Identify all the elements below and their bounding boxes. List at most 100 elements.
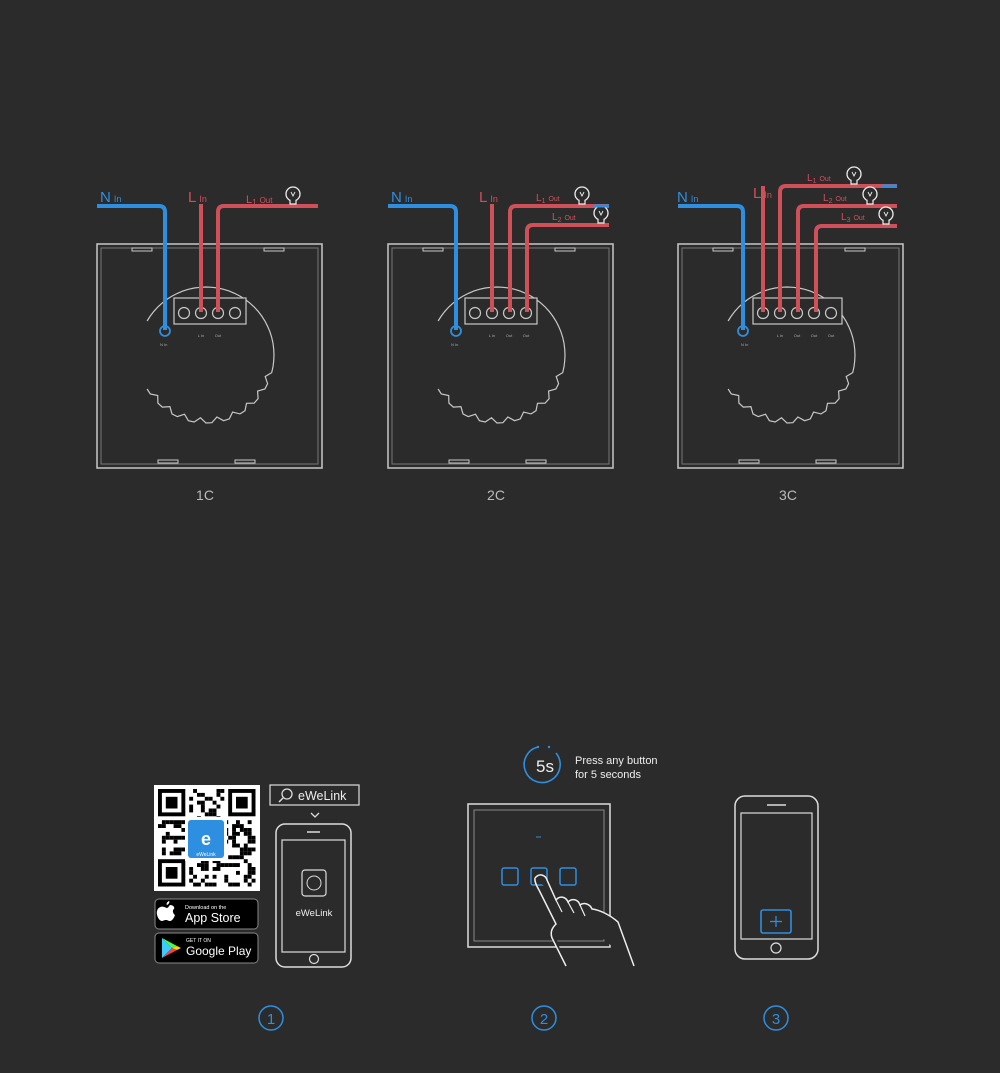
qr-module (165, 835, 170, 840)
qr-module (251, 878, 256, 883)
frame-clip (815, 459, 837, 464)
ewelink-logo-icon (188, 820, 224, 858)
relay-module (146, 286, 275, 424)
qr-module (232, 824, 236, 828)
qr-module (247, 874, 252, 879)
qr-module (243, 851, 248, 856)
qr-module (204, 863, 209, 867)
step-3-add-device (734, 795, 819, 960)
terminal-label: Out (523, 333, 530, 338)
frame-clip (448, 459, 470, 464)
frame-clip (525, 459, 547, 464)
qr-module (232, 863, 236, 867)
relay-module (727, 286, 856, 424)
qr-module (232, 828, 236, 832)
qr-module (193, 874, 197, 879)
qr-module (169, 851, 174, 856)
terminal-block (173, 297, 247, 325)
add-device-button[interactable] (760, 909, 792, 934)
qr-module (232, 831, 236, 836)
step-number-3: 3 (763, 1005, 789, 1031)
touch-button-3[interactable] (559, 867, 577, 886)
google-play-badge[interactable]: GET IT ON Google Play (154, 932, 259, 964)
qr-finder-core (165, 796, 178, 809)
qr-module (204, 882, 209, 887)
qr-module (204, 874, 209, 879)
qr-module (200, 800, 205, 805)
qr-module (247, 820, 252, 825)
qr-module (239, 828, 244, 832)
qr-module (243, 847, 248, 852)
qr-module (232, 843, 236, 848)
app-store-badge[interactable]: Download on the App Store (154, 898, 259, 930)
terminal-label: Out (828, 333, 835, 338)
qr-module (169, 835, 174, 840)
terminal-screw (228, 306, 242, 320)
qr-module (236, 824, 240, 828)
google-play-big-text: Google Play (186, 944, 251, 958)
qr-module (247, 835, 252, 840)
step-number-text: 1 (267, 1011, 275, 1028)
qr-module (251, 870, 256, 875)
qr-module (161, 839, 166, 844)
qr-module (208, 796, 213, 801)
qr-module (236, 843, 240, 848)
qr-module (177, 835, 182, 840)
terminal-screw (468, 306, 482, 320)
panel-caption: 1C (196, 487, 214, 503)
touch-button-2[interactable] (530, 867, 548, 886)
frame-clip (422, 247, 444, 252)
qr-module (204, 867, 209, 871)
qr-module (251, 835, 256, 840)
terminal-screw (177, 306, 191, 320)
frame-clip (157, 459, 179, 464)
qr-module (173, 824, 178, 828)
qr-module (239, 824, 244, 828)
qr-module (220, 863, 225, 867)
neutral-terminal (450, 325, 462, 337)
qr-module (239, 851, 244, 856)
search-box[interactable]: eWeLink (269, 784, 360, 806)
neutral-terminal (159, 325, 171, 337)
qr-module (243, 878, 248, 883)
relay-module (437, 286, 566, 424)
qr-module (251, 867, 256, 871)
qr-finder-core (165, 867, 178, 879)
timer-icon (523, 746, 561, 784)
light-bulb-icon (574, 186, 590, 205)
neutral-wire (97, 204, 167, 330)
qr-module (212, 808, 217, 813)
qr-module (189, 867, 194, 871)
qr-module (208, 882, 213, 887)
qr-module (251, 847, 256, 852)
qr-module (193, 789, 197, 793)
n-terminal-label: N In (160, 342, 167, 347)
hand-icon (534, 874, 635, 967)
switch-frame-inner (100, 247, 319, 465)
touch-button-1[interactable] (501, 867, 519, 886)
load-wire (525, 223, 609, 312)
qr-module (169, 820, 174, 825)
n-terminal-label: N In (451, 342, 458, 347)
load-wire (778, 184, 897, 312)
qr-module (161, 820, 166, 825)
qr-module (236, 820, 240, 825)
qr-module (161, 847, 166, 852)
terminal-label: Out (794, 333, 801, 338)
press-instruction-line1: Press any button (575, 755, 658, 767)
load-wire (814, 224, 897, 312)
qr-module (193, 882, 197, 887)
qr-module (177, 851, 182, 856)
frame-clip (263, 247, 285, 252)
qr-module (243, 859, 248, 864)
qr-module (232, 839, 236, 844)
step-1-download: e eWeLink Download on the App Store GET … (154, 784, 360, 968)
